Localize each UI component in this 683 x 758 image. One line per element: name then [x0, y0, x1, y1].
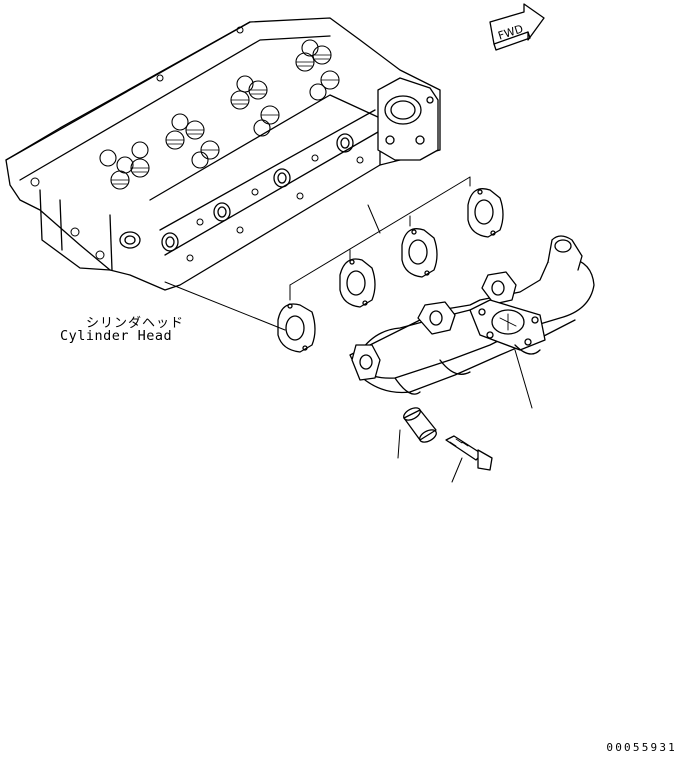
- gasket-4: [467, 188, 504, 238]
- bolt: [445, 435, 493, 483]
- cylinder-head-label-en: Cylinder Head: [60, 328, 173, 344]
- exhaust-manifold: [349, 235, 595, 395]
- gasket-3: [401, 228, 438, 278]
- manifold-leader: [514, 349, 533, 409]
- gasket-2: [339, 258, 376, 308]
- spacer-sleeve: [397, 407, 437, 459]
- gasket-1: [277, 303, 316, 353]
- document-number: 00055931: [606, 741, 677, 754]
- cylinder-head: [5, 17, 441, 291]
- gasket-leader: [289, 176, 471, 301]
- fwd-arrow-icon: FWD: [489, 3, 545, 51]
- head-leader: [164, 281, 286, 331]
- cylinder-head-label-jp: シリンダヘッド: [86, 316, 185, 331]
